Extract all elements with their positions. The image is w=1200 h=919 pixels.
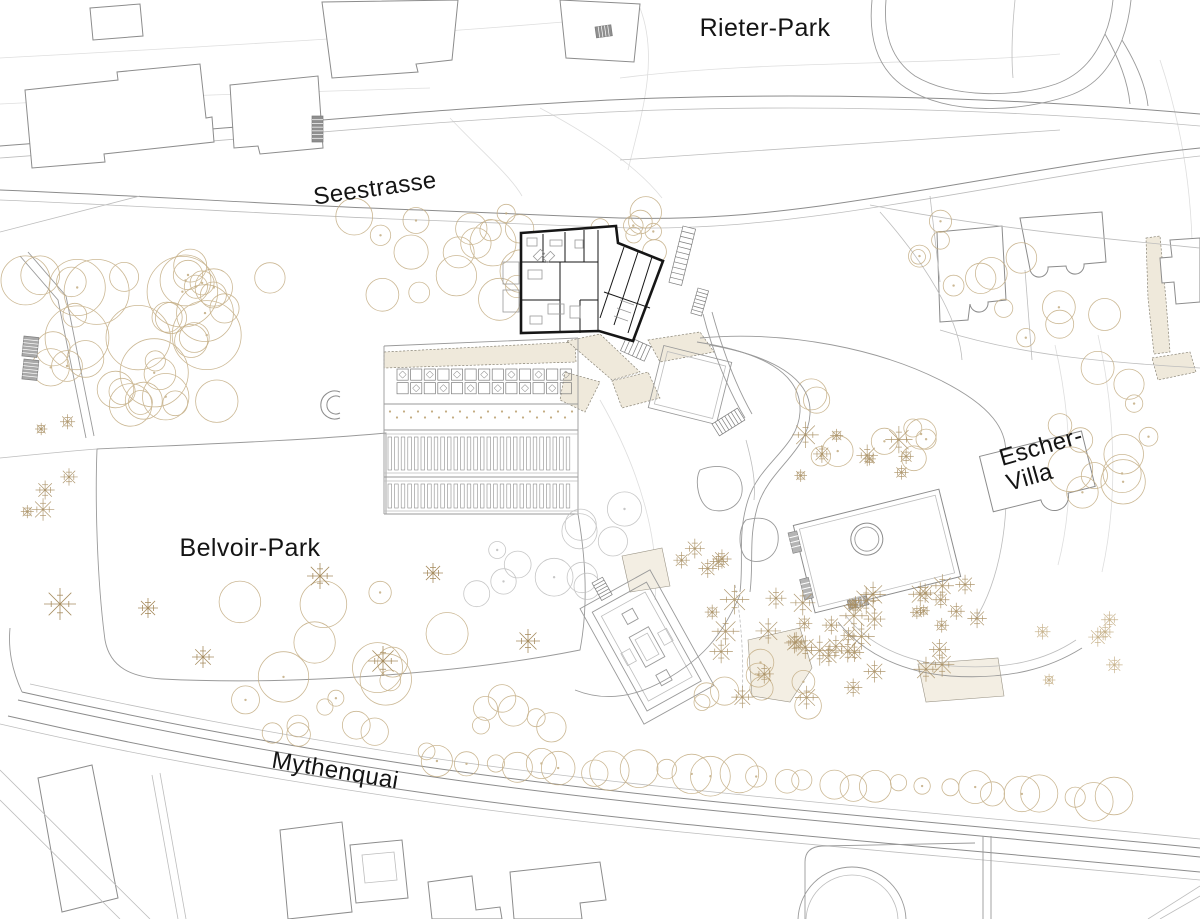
conifer-single	[307, 563, 333, 589]
tree-cluster	[1045, 298, 1159, 509]
stair-hatch	[21, 358, 40, 381]
stair-hatch	[21, 335, 40, 358]
stair-hatch	[311, 115, 324, 143]
conifer-single	[192, 646, 214, 668]
stair-hatch	[620, 335, 652, 362]
tree-cluster	[942, 242, 1076, 348]
conifer-cluster	[915, 574, 987, 633]
tree-cluster	[231, 685, 389, 747]
neighborhood-buildings-north	[0, 0, 641, 233]
label-mythenquai: Mythenquai	[270, 747, 401, 795]
label-seestrasse: Seestrasse	[312, 167, 439, 211]
central-park-paths	[574, 335, 1083, 701]
tree-cluster	[0, 254, 242, 427]
conifer-single	[44, 588, 76, 620]
conifer-cluster	[792, 421, 914, 482]
tree-cluster	[908, 209, 953, 268]
neighborhood-villas-northeast	[869, 195, 1200, 369]
museum-building	[502, 224, 665, 343]
rose-garden-grid	[387, 368, 574, 509]
museum-access-paths	[702, 311, 755, 501]
stair-hatch	[690, 287, 710, 317]
conifer-cluster	[20, 414, 78, 521]
label-belvoir-park: Belvoir-Park	[180, 534, 321, 562]
rose-garden-frame	[383, 337, 579, 515]
tree-cluster	[463, 541, 532, 608]
conifer-single	[423, 563, 443, 583]
conifer-single	[368, 646, 398, 676]
conifer-single	[516, 629, 540, 653]
label-rieter-park: Rieter-Park	[700, 14, 831, 42]
stair-hatch	[591, 576, 613, 601]
conifer-single	[138, 598, 158, 618]
neighborhood-buildings-south	[0, 764, 1200, 919]
stair-hatch	[711, 407, 746, 437]
conifer-cluster	[1034, 611, 1123, 687]
tree-cluster	[154, 248, 286, 353]
tree-cluster	[472, 684, 567, 743]
court-terrace	[647, 344, 733, 426]
conifer-cluster	[673, 538, 732, 578]
tree-cluster	[218, 580, 469, 706]
planted-beds	[383, 235, 1197, 703]
rieter-park-paths	[870, 0, 1149, 109]
conifer-cluster	[704, 584, 886, 710]
conifer-cluster	[821, 581, 955, 682]
tree-cluster	[534, 491, 643, 600]
quay-tree-row	[417, 742, 1134, 822]
stair-hatch	[668, 225, 697, 286]
parterre-garden	[579, 569, 715, 725]
mythenquai-road	[0, 627, 1200, 881]
stair-hatch	[594, 24, 613, 39]
tree-symbols	[0, 196, 1159, 822]
stairs-and-crossings	[21, 24, 746, 601]
